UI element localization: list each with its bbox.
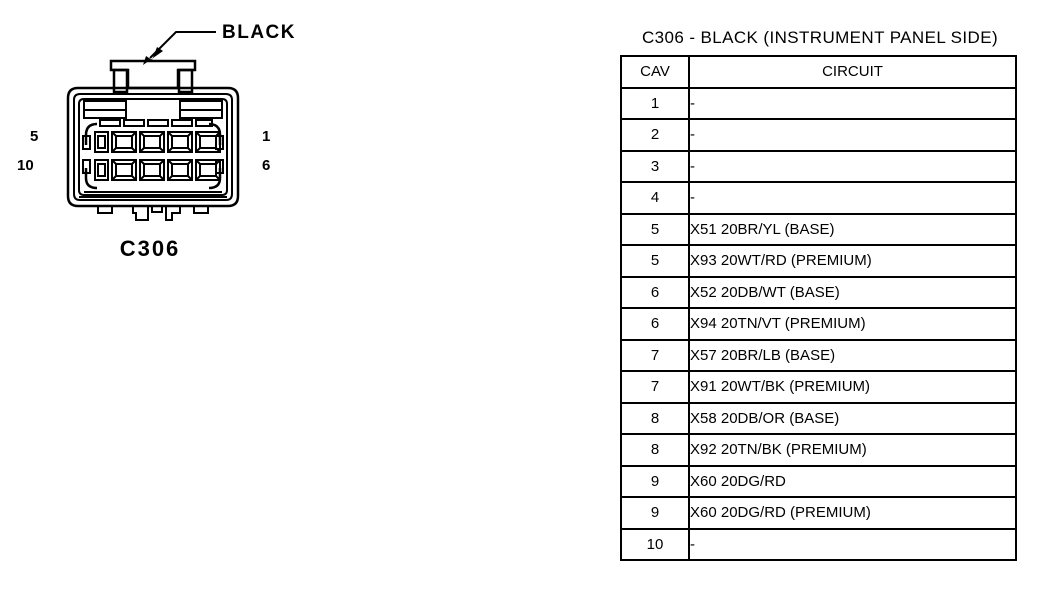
cell-circuit: - [688, 118, 1017, 152]
cavity-8 [139, 159, 165, 181]
cell-cav: 8 [620, 433, 690, 467]
cell-circuit: X57 20BR/LB (BASE) [688, 338, 1017, 372]
cell-cav: 6 [620, 307, 690, 341]
cavity-6 [195, 159, 221, 181]
connector-guide-rails [84, 122, 222, 190]
cell-circuit: X60 20DG/RD [688, 464, 1017, 498]
cavity-row-top [94, 131, 221, 153]
cavity-10 [94, 159, 109, 181]
cell-cav: 9 [620, 496, 690, 530]
cell-circuit: X52 20DB/WT (BASE) [688, 275, 1017, 309]
cavity-2 [167, 131, 193, 153]
cavity-5 [94, 131, 109, 153]
circuit-table-panel: C306 - BLACK (INSTRUMENT PANEL SIDE) CAV… [600, 0, 1056, 608]
pin-number-top-right: 1 [262, 128, 271, 145]
cell-circuit: X92 20TN/BK (PREMIUM) [688, 433, 1017, 467]
table-header: CAV CIRCUIT [620, 55, 1017, 89]
pin-number-bottom-left: 10 [17, 157, 34, 174]
connector-name-label: C306 [119, 236, 181, 261]
cell-cav: 5 [620, 244, 690, 278]
cell-cav: 2 [620, 118, 690, 152]
cell-circuit: X93 20WT/RD (PREMIUM) [688, 244, 1017, 278]
connector-bottom-skirt [79, 191, 227, 198]
cavity-3 [139, 131, 165, 153]
cell-cav: 1 [620, 86, 690, 120]
table-row: 2- [620, 118, 1017, 152]
cavity-row-bottom [94, 159, 221, 181]
table-row: 4- [620, 181, 1017, 215]
cell-cav: 7 [620, 370, 690, 404]
connector-body-inner-outline [73, 93, 233, 201]
table-row: 1- [620, 86, 1017, 120]
table-title: C306 - BLACK (INSTRUMENT PANEL SIDE) [641, 28, 999, 47]
cavity-7 [167, 159, 193, 181]
pin-number-top-left: 5 [30, 128, 39, 145]
cavity-4 [111, 131, 137, 153]
cavity-9 [111, 159, 137, 181]
connector-diagram-panel: BLACK 5 10 1 6 C306 [17, 22, 296, 261]
cell-circuit: - [688, 149, 1017, 183]
cell-cav: 6 [620, 275, 690, 309]
table-header-row: CAV CIRCUIT [620, 55, 1017, 89]
cell-circuit: X94 20TN/VT (PREMIUM) [688, 307, 1017, 341]
connector-bottom-tabs [97, 205, 209, 221]
column-header-circuit: CIRCUIT [688, 55, 1017, 89]
pin-number-bottom-right: 6 [262, 157, 271, 174]
table-row: 10- [620, 527, 1017, 561]
cell-cav: 9 [620, 464, 690, 498]
cell-circuit: - [688, 86, 1017, 120]
connector-vent-slots [99, 119, 213, 127]
connector-latch [109, 59, 197, 90]
cell-circuit: - [688, 181, 1017, 215]
table-row: 3- [620, 149, 1017, 183]
column-header-cav: CAV [620, 55, 690, 89]
connector-latch-posts [112, 68, 194, 94]
cell-circuit: X58 20DB/OR (BASE) [688, 401, 1017, 435]
cell-cav: 5 [620, 212, 690, 246]
cell-cav: 8 [620, 401, 690, 435]
cell-circuit: X91 20WT/BK (PREMIUM) [688, 370, 1017, 404]
cell-circuit: X60 20DG/RD (PREMIUM) [688, 496, 1017, 530]
cell-cav: 3 [620, 149, 690, 183]
cell-cav: 7 [620, 338, 690, 372]
black-callout-text: BLACK [222, 22, 296, 43]
connector-shoulder-ledges [83, 100, 223, 119]
cell-cav: 10 [620, 527, 690, 561]
cavity-1 [195, 131, 221, 153]
cell-cav: 4 [620, 181, 690, 215]
connector-body-outline [66, 86, 240, 208]
connector-drawing [66, 31, 240, 221]
cell-circuit: X51 20BR/YL (BASE) [688, 212, 1017, 246]
black-callout-leader [149, 31, 216, 59]
cell-circuit: - [688, 527, 1017, 561]
